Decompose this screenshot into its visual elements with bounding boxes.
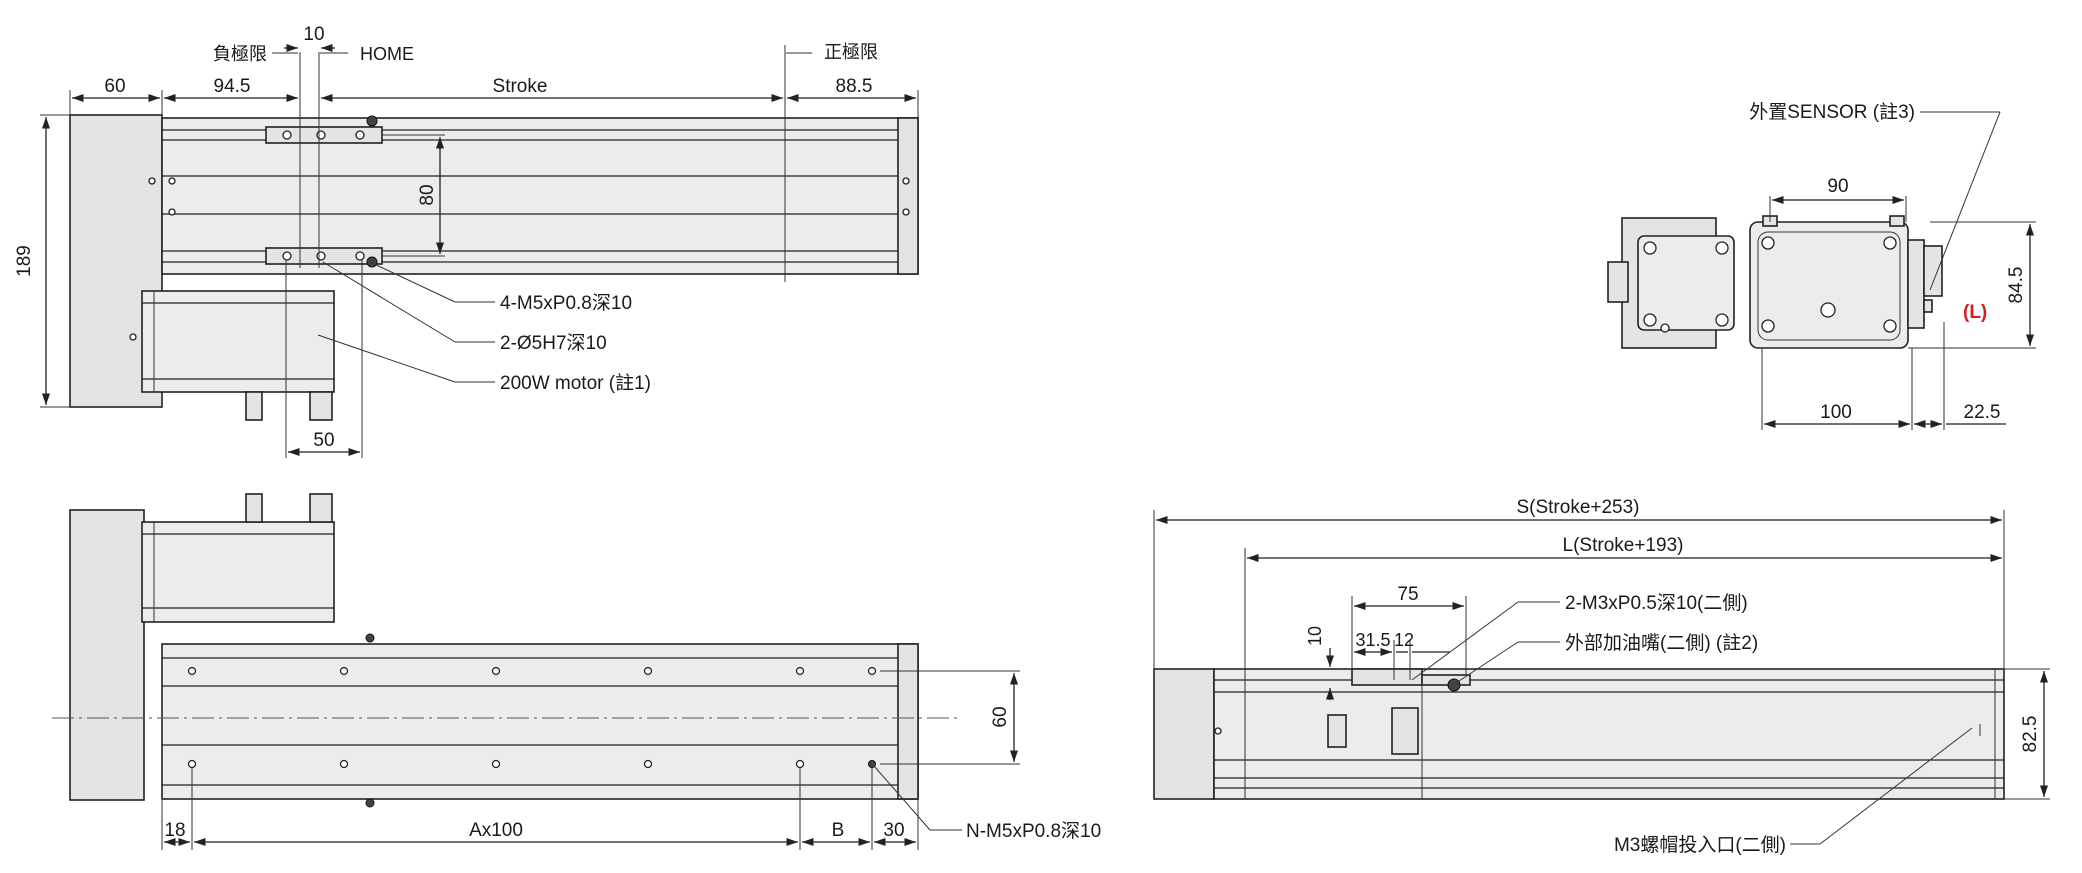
dim-100: 100 bbox=[1820, 402, 1852, 423]
front-view: S(Stroke+253) L(Stroke+193) 75 31.5 12 1… bbox=[1153, 497, 2050, 856]
rail-end-cap bbox=[897, 117, 919, 275]
dim-60: 60 bbox=[104, 76, 125, 97]
dim-22-5: 22.5 bbox=[1964, 402, 2001, 423]
dim-75: 75 bbox=[1397, 584, 1418, 605]
dim-80: 80 bbox=[417, 184, 438, 205]
dim-90: 90 bbox=[1827, 176, 1848, 197]
end-view: 90 84.5 (L) 100 22.5 外置SENSOR (註3) bbox=[1607, 101, 2036, 430]
label-l: (L) bbox=[1963, 302, 1987, 323]
dim-84-5: 84.5 bbox=[2006, 267, 2027, 304]
dim-s: S(Stroke+253) bbox=[1516, 497, 1639, 518]
dim-b: B bbox=[832, 820, 845, 841]
label-positive-limit: 正極限 bbox=[824, 42, 878, 62]
dim-10: 10 bbox=[1305, 626, 1325, 646]
callout-motor: 200W motor (註1) bbox=[500, 372, 651, 394]
callout-tap-holes: 4-M5xP0.8深10 bbox=[500, 292, 632, 314]
callout-m3-taps: 2-M3xP0.5深10(二側) bbox=[1565, 592, 1748, 614]
dim-home-offset: 10 bbox=[303, 24, 324, 45]
dim-31-5: 31.5 bbox=[1355, 630, 1390, 650]
dim-l: L(Stroke+193) bbox=[1563, 535, 1684, 556]
label-home: HOME bbox=[360, 44, 414, 64]
callout-pin-holes: 2-Ø5H7深10 bbox=[500, 332, 607, 354]
callout-bottom-holes: N-M5xP0.8深10 bbox=[966, 820, 1101, 842]
dim-189: 189 bbox=[14, 245, 35, 277]
dim-30: 30 bbox=[883, 820, 904, 841]
label-external-sensor: 外置SENSOR (註3) bbox=[1749, 101, 1915, 123]
callout-grease-nipple: 外部加油嘴(二側) (註2) bbox=[1565, 632, 1758, 654]
mount-holes bbox=[187, 666, 877, 769]
dim-ax100: Ax100 bbox=[469, 820, 523, 841]
motor-body bbox=[141, 290, 335, 393]
label-negative-limit: 負極限 bbox=[213, 44, 267, 64]
dim-12: 12 bbox=[1394, 630, 1414, 650]
dim-50: 50 bbox=[313, 430, 334, 451]
dim-88-5: 88.5 bbox=[836, 76, 873, 97]
side-dim-60: 60 bbox=[990, 706, 1011, 727]
dim-18: 18 bbox=[164, 820, 185, 841]
dim-94-5: 94.5 bbox=[214, 76, 251, 97]
callout-nut-insert: M3螺帽投入口(二側) bbox=[1614, 834, 1786, 856]
top-view: 60 94.5 Stroke 88.5 10 負極限 HOME 正極限 189 … bbox=[14, 24, 919, 458]
dim-82-5: 82.5 bbox=[2020, 716, 2041, 753]
dim-stroke: Stroke bbox=[493, 76, 548, 97]
side-view: 60 18 Ax100 B 30 N-M5xP0.8深10 bbox=[52, 493, 1101, 850]
